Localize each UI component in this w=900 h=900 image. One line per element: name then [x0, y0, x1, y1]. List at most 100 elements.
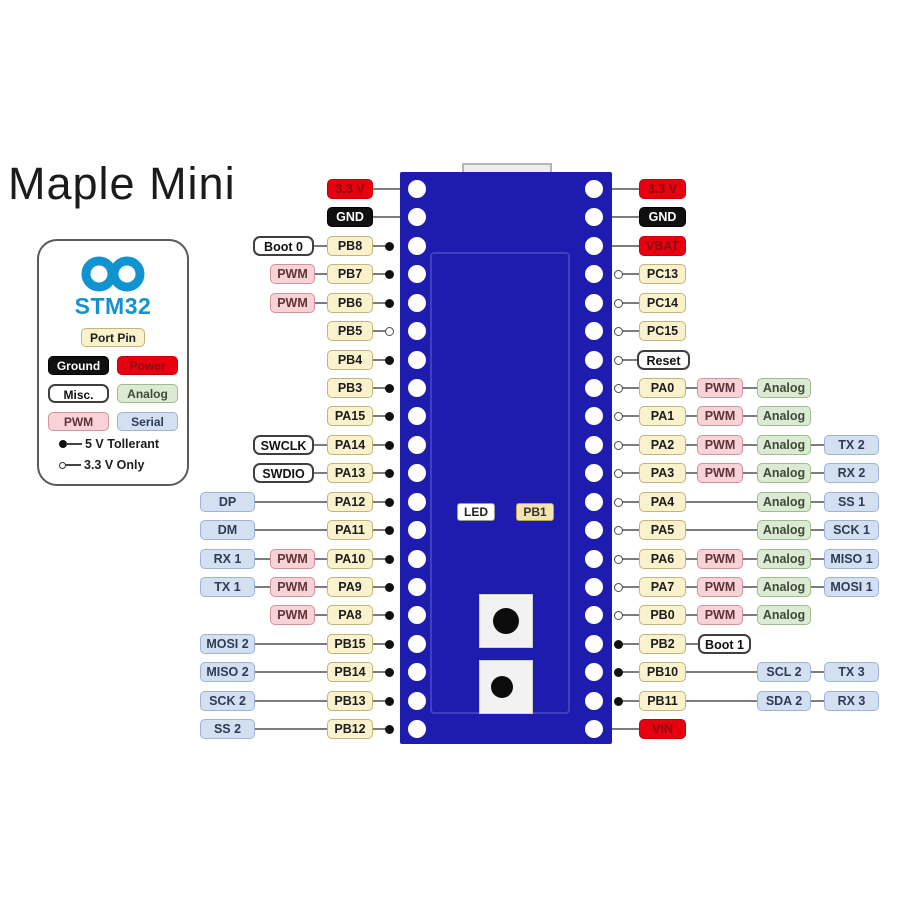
left-pin-badge-pb14: PB14 — [327, 662, 373, 682]
left-pin-badge-gnd: GND — [327, 207, 373, 227]
left-pin-hole-gnd — [408, 208, 426, 226]
right-5v-tolerant-dot-pb10 — [613, 667, 623, 677]
right-pin-badge-pa6: PA6 — [639, 549, 686, 569]
right-3v3-only-dot-pa0 — [613, 383, 623, 393]
left-pin-hole-pb6 — [408, 294, 426, 312]
right-badge-analog-pb0: Analog — [757, 605, 811, 625]
left-pin-hole-pb4 — [408, 351, 426, 369]
left-5v-tolerant-dot-pa14 — [384, 440, 394, 450]
left-pin-hole-pb3 — [408, 379, 426, 397]
legend-analog-swatch: Analog — [117, 384, 178, 403]
left-connection-line-pa12 — [206, 501, 392, 503]
right-connection-line-pa4 — [615, 501, 873, 503]
right-pin-hole-pb0 — [585, 606, 603, 624]
left-5v-tolerant-dot-pa15 — [384, 411, 394, 421]
left-pin-badge-pa13: PA13 — [327, 463, 373, 483]
right-connection-line-pa6 — [615, 558, 873, 560]
right-3v3-only-dot-pc15 — [613, 326, 623, 336]
right-pin-badge-pa0: PA0 — [639, 378, 686, 398]
right-pin-hole-pb2 — [585, 635, 603, 653]
left-5v-tolerant-dot-pb3 — [384, 383, 394, 393]
right-badge-pwm-pa1: PWM — [697, 406, 743, 426]
right-pin-badge-pc15: PC15 — [639, 321, 686, 341]
right-badge-rx-3-pb11: RX 3 — [824, 691, 879, 711]
right-pin-badge-pc14: PC14 — [639, 293, 686, 313]
right-pin-hole-pa4 — [585, 493, 603, 511]
right-pin-badge-pa5: PA5 — [639, 520, 686, 540]
left-pin-hole-pb12 — [408, 720, 426, 738]
left-5v-tolerant-dot-pb7 — [384, 269, 394, 279]
left-pin-badge-pa12: PA12 — [327, 492, 373, 512]
right-3v3-only-dot-pa3 — [613, 468, 623, 478]
right-badge-pwm-pa6: PWM — [697, 549, 743, 569]
left-badge-dp-pa12: DP — [200, 492, 255, 512]
left-badge-miso-2-pb14: MISO 2 — [200, 662, 255, 682]
right-pin-badge-3-3-v: 3.3 V — [639, 179, 686, 199]
right-badge-tx-2-pa2: TX 2 — [824, 435, 879, 455]
right-badge-analog-pa1: Analog — [757, 406, 811, 426]
left-pin-hole-pa10 — [408, 550, 426, 568]
left-pin-hole-pa9 — [408, 578, 426, 596]
left-5v-tolerant-dot-pb15 — [384, 639, 394, 649]
left-pin-hole-pa15 — [408, 407, 426, 425]
right-badge-pwm-pa3: PWM — [697, 463, 743, 483]
left-5v-tolerant-dot-pa8 — [384, 610, 394, 620]
left-pin-badge-pa14: PA14 — [327, 435, 373, 455]
right-badge-boot-1-pb2: Boot 1 — [698, 634, 751, 654]
left-badge-sck-2-pb13: SCK 2 — [200, 691, 255, 711]
legend-serial-swatch: Serial — [117, 412, 178, 431]
right-pin-hole-pa3 — [585, 464, 603, 482]
right-connection-line-pb11 — [615, 700, 873, 702]
left-pin-hole-pb15 — [408, 635, 426, 653]
right-connection-line-pa3 — [615, 472, 873, 474]
left-5v-tolerant-dot-pb14 — [384, 667, 394, 677]
left-badge-swdio-pa13: SWDIO — [253, 463, 314, 483]
button-2 — [479, 660, 533, 714]
left-connection-line-pa11 — [206, 529, 392, 531]
left-pin-hole-pa14 — [408, 436, 426, 454]
left-pin-badge-pb6: PB6 — [327, 293, 373, 313]
left-pin-hole-pa8 — [408, 606, 426, 624]
left-connection-line-pb14 — [206, 671, 392, 673]
right-3v3-only-dot-pa7 — [613, 582, 623, 592]
right-pin-badge-gnd: GND — [639, 207, 686, 227]
right-connection-line-pa2 — [615, 444, 873, 446]
filled-dot-icon — [59, 440, 67, 448]
right-pin-hole-pa7 — [585, 578, 603, 596]
stm32-brand-label: STM32 — [74, 293, 152, 319]
right-pin-badge-pb2: PB2 — [639, 634, 686, 654]
right-pin-hole-vbat — [585, 237, 603, 255]
right-3v3-only-dot-pc13 — [613, 269, 623, 279]
legend-5v-tolerant-row: 5 V Tollerant — [59, 437, 159, 451]
left-pin-hole-pb8 — [408, 237, 426, 255]
right-pin-badge-pa4: PA4 — [639, 492, 686, 512]
left-pin-badge-pb7: PB7 — [327, 264, 373, 284]
right-badge-pwm-pa0: PWM — [697, 378, 743, 398]
left-5v-tolerant-dot-pb6 — [384, 298, 394, 308]
right-pin-hole-pc14 — [585, 294, 603, 312]
right-pin-badge-pb10: PB10 — [639, 662, 686, 682]
left-pin-badge-pb12: PB12 — [327, 719, 373, 739]
right-3v3-only-dot-pa2 — [613, 440, 623, 450]
legend-box: STM32 Port Pin Ground Power Misc. Analog… — [37, 239, 189, 486]
right-connection-line-pb10 — [615, 671, 873, 673]
left-5v-tolerant-dot-pb4 — [384, 355, 394, 365]
right-connection-line-pa7 — [615, 586, 873, 588]
left-pin-hole-pb14 — [408, 663, 426, 681]
left-badge-rx-1-pa10: RX 1 — [200, 549, 255, 569]
right-badge-analog-pa5: Analog — [757, 520, 811, 540]
right-3v3-only-dot-pc14 — [613, 298, 623, 308]
right-badge-ss-1-pa4: SS 1 — [824, 492, 879, 512]
left-pin-badge-pa11: PA11 — [327, 520, 373, 540]
left-3v3-only-dot-pb5 — [384, 326, 394, 336]
right-3v3-only-dot-pa6 — [613, 554, 623, 564]
right-3v3-only-dot-pa5 — [613, 525, 623, 535]
pb1-label-badge: PB1 — [516, 503, 554, 521]
left-pin-badge-pa10: PA10 — [327, 549, 373, 569]
left-badge-dm-pa11: DM — [200, 520, 255, 540]
left-connection-line-pa14 — [259, 444, 392, 446]
right-pin-badge-pa7: PA7 — [639, 577, 686, 597]
left-pin-hole-pa11 — [408, 521, 426, 539]
left-connection-line-pb15 — [206, 643, 392, 645]
right-pin-hole-pb10 — [585, 663, 603, 681]
